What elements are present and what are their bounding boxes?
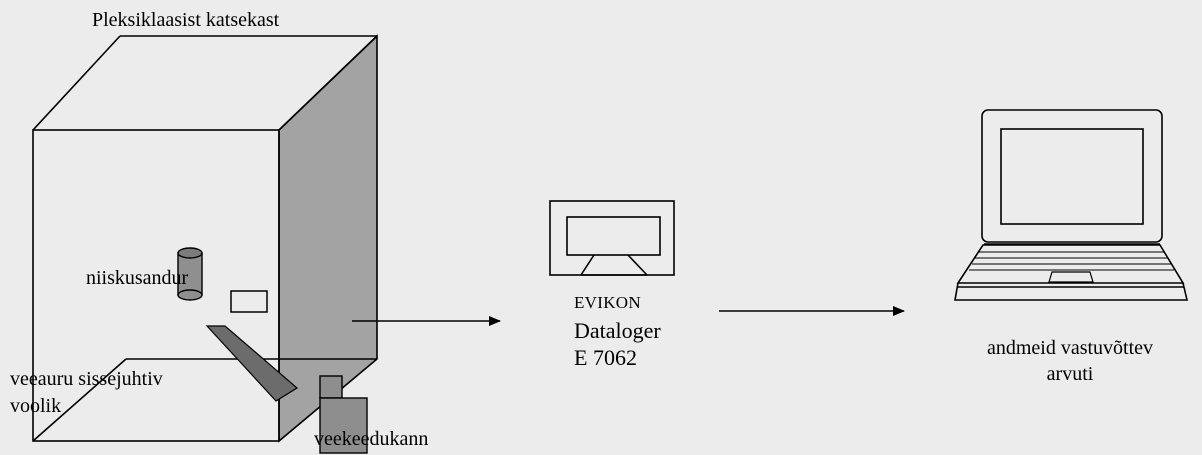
hose-label-line1: veeauru sissejuhtiv <box>10 368 163 390</box>
chamber-title: Pleksiklaasist katsekast <box>92 9 280 31</box>
logger-brand: EVIKON <box>574 293 641 312</box>
logger-label-line1: Dataloger <box>574 318 661 343</box>
logger-label-line2: E 7062 <box>574 345 637 370</box>
computer-label-line2: arvuti <box>1046 363 1094 385</box>
sensor-box <box>230 290 268 313</box>
laptop-icon <box>954 109 1189 301</box>
hose-icon <box>205 325 299 402</box>
sensor-label: niiskusandur <box>86 267 189 289</box>
humidity-sensor-icon <box>177 247 203 301</box>
test-chamber-cube <box>32 34 378 443</box>
hose-label-line2: voolik <box>10 395 62 417</box>
datalogger-icon <box>549 200 675 276</box>
kettle-icon <box>319 375 368 454</box>
computer-label-line1: andmeid vastuvõttev <box>986 337 1154 359</box>
kettle-label: veekeedukann <box>314 428 429 450</box>
